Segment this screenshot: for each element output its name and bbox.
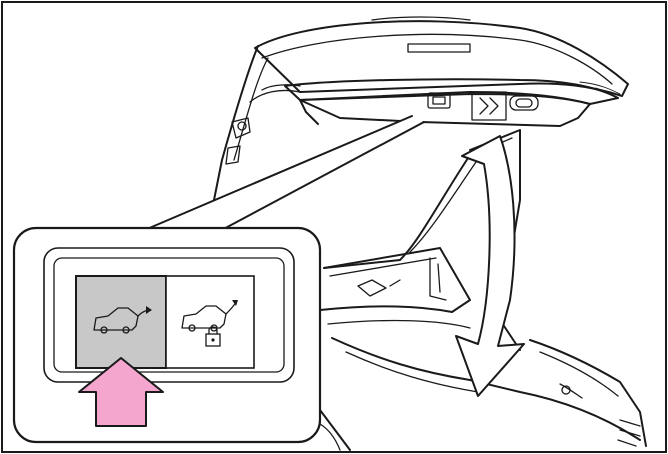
car-back-door-close-lock-icon bbox=[181, 300, 238, 347]
curved-down-arrow-icon bbox=[455, 135, 525, 397]
left-hinge bbox=[195, 45, 301, 245]
gas-strut bbox=[299, 99, 319, 125]
cargo-area bbox=[319, 129, 647, 451]
close-and-lock-switch[interactable] bbox=[165, 275, 255, 369]
car-back-door-close-icon bbox=[93, 306, 152, 334]
close-switch[interactable] bbox=[75, 275, 167, 369]
open-back-door bbox=[254, 16, 629, 127]
push-arrow-icon bbox=[78, 357, 164, 427]
switch-callout bbox=[12, 226, 322, 444]
callout-leader bbox=[139, 115, 425, 233]
